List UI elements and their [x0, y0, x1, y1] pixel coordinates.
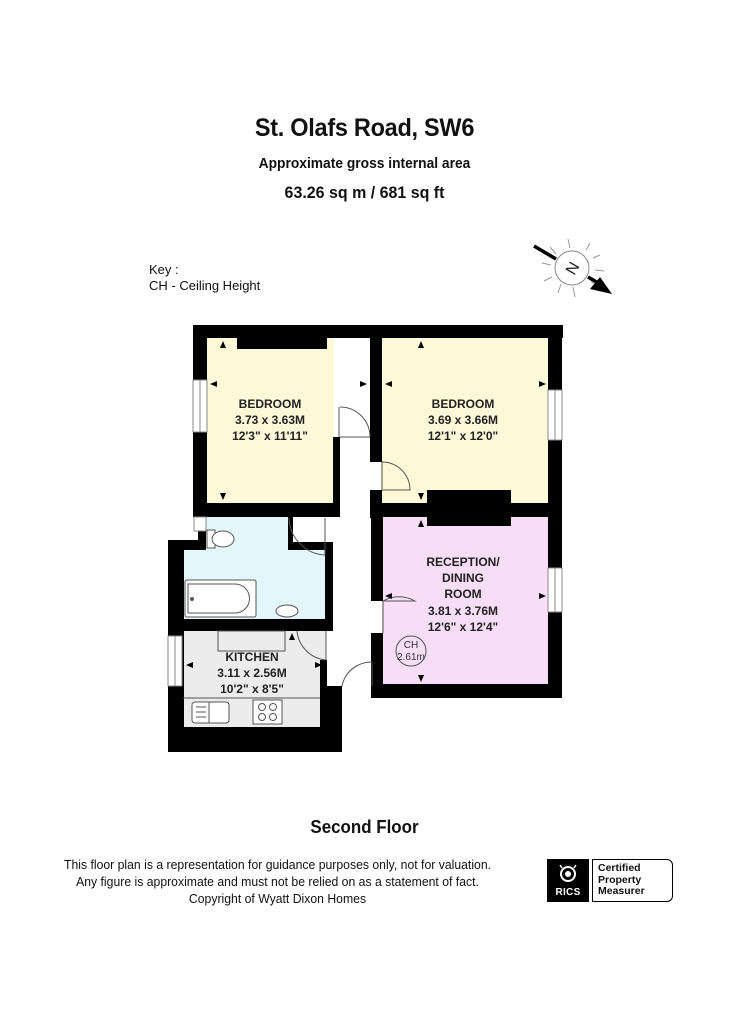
north-arrow-icon: N [533, 238, 612, 298]
toilet-icon [211, 530, 235, 548]
ceiling-height-marker: CH 2.61m [395, 635, 427, 667]
disclaimer-line-2: Any figure is approximate and must not b… [76, 874, 479, 889]
rics-text: RICS [555, 887, 581, 898]
area-subtitle: Approximate gross internal area [258, 155, 471, 172]
lion-icon [559, 864, 577, 882]
key-heading: Key : [149, 262, 179, 277]
dimension-markers [186, 341, 546, 739]
ceiling-height-value: 2.61m [397, 652, 425, 663]
badge-line-2: Property [598, 873, 642, 886]
kitchen-imperial: 10'2" x 8'5" [220, 682, 284, 696]
gross-area: 63.26 sq m / 681 sq ft [284, 183, 445, 202]
bedroom-1-imperial: 12'3" x 11'11" [232, 429, 308, 443]
rics-logo: RICS [547, 859, 589, 902]
badge-line-1: Certified [598, 862, 641, 874]
rics-badge: RICS Certified Property Measurer [547, 859, 673, 902]
ceiling-height-label: CH [404, 640, 418, 651]
bedroom-1-metric: 3.73 x 3.63M [235, 413, 305, 427]
kitchen-name: KITCHEN [225, 650, 278, 664]
reception-metric: 3.81 x 3.76M [428, 604, 498, 618]
property-title: St. Olafs Road, SW6 [254, 114, 475, 142]
bedroom-2-imperial: 12'1" x 12'0" [428, 429, 498, 443]
sink-icon [275, 604, 299, 618]
kitchen-metric: 3.11 x 2.56M [217, 666, 286, 680]
badge-line-3: Measurer [598, 885, 645, 897]
bedroom-1-name: BEDROOM [239, 397, 302, 411]
certified-measurer-box: Certified Property Measurer [592, 859, 673, 902]
kitchen-fixtures [183, 630, 320, 725]
disclaimer-line-1: This floor plan is a representation for … [63, 857, 492, 872]
bedroom-2-name: BEDROOM [432, 397, 495, 411]
key-entry-ceiling-height: CH - Ceiling Height [149, 278, 261, 293]
room-labels: BEDROOM 3.73 x 3.63M 12'3" x 11'11" BEDR… [217, 397, 500, 696]
hob-icon [252, 699, 283, 725]
floor-label: Second Floor [310, 817, 419, 837]
reception-name-line-2: DINING [442, 571, 484, 585]
windows [167, 379, 563, 687]
doors [288, 406, 417, 687]
bedroom-1-area [206, 337, 334, 504]
bedroom-2-metric: 3.69 x 3.66M [428, 413, 498, 427]
bathroom-fixtures [184, 529, 299, 618]
reception-imperial: 12'6" x 12'4" [428, 620, 498, 634]
walls [168, 325, 563, 752]
disclaimer-line-3: Copyright of Wyatt Dixon Homes [188, 891, 367, 906]
bedroom-2-area [381, 337, 549, 504]
reception-name-line-3: ROOM [444, 587, 481, 601]
disclaimer: This floor plan is a representation for … [17, 856, 539, 907]
reception-name-line-1: RECEPTION/ [426, 555, 500, 569]
key-legend: Key : CH - Ceiling Height [149, 262, 260, 294]
